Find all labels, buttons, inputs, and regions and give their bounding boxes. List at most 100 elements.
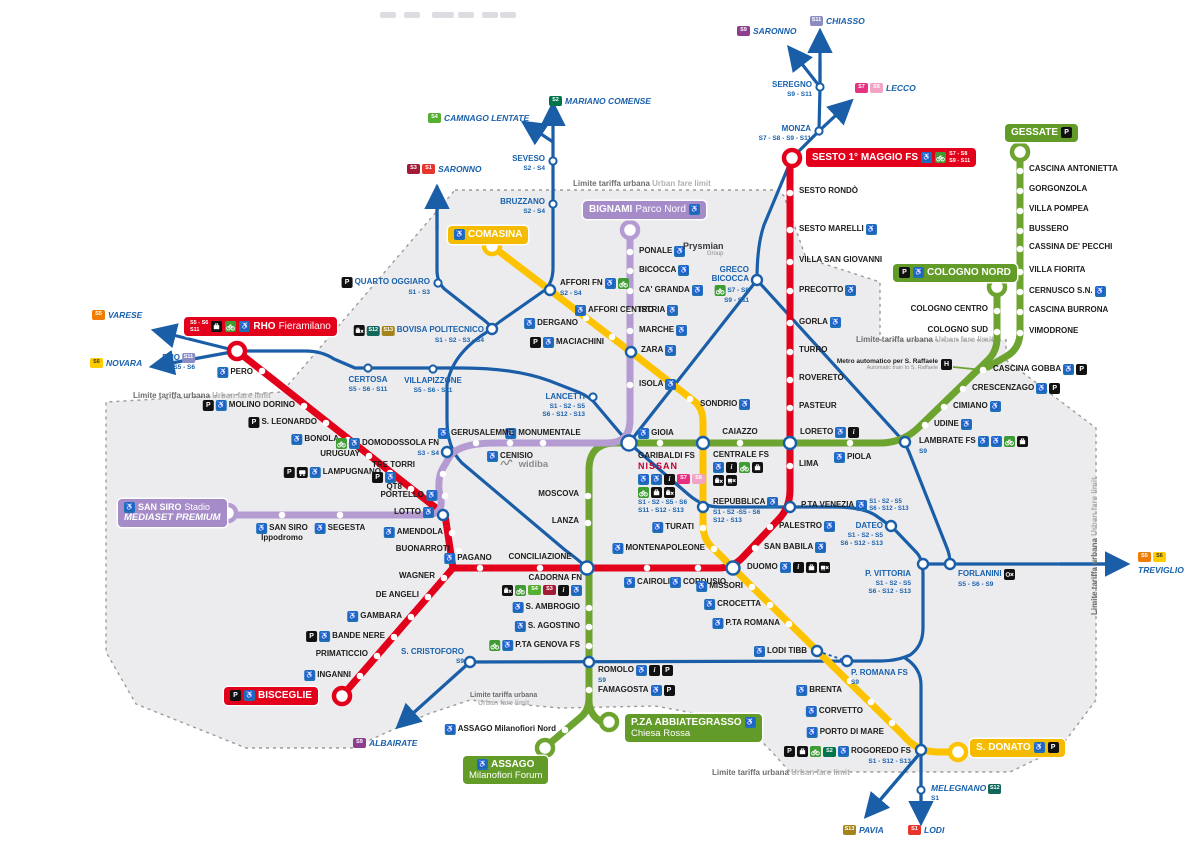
sline-badge-s7: S7 bbox=[855, 83, 868, 93]
station-term-sdonato bbox=[947, 741, 969, 763]
label-lambrate-fs: LAMBRATE FS♿♿S9 bbox=[919, 436, 1028, 455]
wheelchair-icon: ♿ bbox=[624, 577, 636, 588]
wheelchair-icon: ♿ bbox=[796, 685, 808, 696]
terminus-header-abbiategrasso: P.ZA ABBIATEGRASSO♿Chiesa Rossa bbox=[625, 714, 762, 743]
arrow-albairate bbox=[395, 660, 472, 730]
arrow-varese bbox=[150, 323, 238, 353]
station-greco bbox=[750, 273, 764, 287]
wheelchair-icon: ♿ bbox=[347, 611, 359, 622]
urban-fare-limit-label-1: Limite tariffa urbana Urban fare limit bbox=[133, 391, 271, 400]
urban-fare-limit-label-2: Limite tariffa urbana Urban fare limit bbox=[856, 335, 994, 344]
station-zara bbox=[624, 345, 638, 359]
label-brenta: ♿BRENTA bbox=[796, 685, 842, 696]
wheelchair-icon: ♿ bbox=[845, 285, 857, 296]
label-portello: PORTELLO♿ bbox=[380, 490, 437, 501]
station-caiazzo bbox=[736, 439, 744, 447]
sline-badge-s4: S4 bbox=[528, 584, 541, 595]
label-cairoli: ♿CAIROLI bbox=[624, 577, 670, 588]
station-portello bbox=[441, 492, 449, 500]
sline-badge-s12: S12 bbox=[988, 784, 1002, 794]
wheelchair-icon: ♿ bbox=[665, 345, 677, 356]
station-bovisa-politecnico bbox=[485, 322, 499, 336]
label-gorgonzola: GORGONZOLA bbox=[1029, 184, 1088, 193]
parking-icon: P bbox=[372, 471, 384, 483]
sline-badge-s6: S6 bbox=[90, 358, 103, 368]
label-de-angeli: DE ANGELI bbox=[375, 590, 419, 599]
parking-icon: P bbox=[663, 685, 675, 696]
label-famagosta: FAMAGOSTA♿P bbox=[598, 685, 675, 696]
label-ponale: PONALE♿ bbox=[639, 246, 686, 257]
line-passante-west bbox=[235, 349, 925, 664]
station-villa-pompea bbox=[1016, 207, 1024, 215]
wheelchair-icon: ♿ bbox=[1036, 383, 1048, 394]
station-gioia bbox=[656, 439, 664, 447]
bag-icon bbox=[796, 746, 808, 757]
wheelchair-icon: ♿ bbox=[319, 631, 331, 642]
wheelchair-icon: ♿ bbox=[426, 490, 437, 501]
station-s-ambrogio bbox=[585, 604, 593, 612]
label-cascina-gobba: CASCINA GOBBA♿P bbox=[993, 364, 1088, 375]
station-gerusalemme bbox=[472, 439, 480, 447]
wheelchair-icon: ♿ bbox=[256, 523, 268, 534]
station-loreto bbox=[782, 435, 798, 451]
wheelchair-icon: ♿ bbox=[667, 305, 679, 316]
label-vimodrone: VIMODRONE bbox=[1029, 326, 1079, 335]
station-wagner bbox=[440, 574, 448, 582]
station-monumentale bbox=[539, 439, 547, 447]
urban-fare-limit-boundary bbox=[105, 189, 1097, 773]
wheelchair-icon: ♿ bbox=[739, 399, 751, 410]
arrow-lecco bbox=[817, 98, 854, 133]
label-corvetto: ♿CORVETTO bbox=[805, 706, 863, 717]
station-san-siro bbox=[278, 511, 286, 519]
wheelchair-icon: ♿ bbox=[767, 497, 779, 508]
label-pasteur: PASTEUR bbox=[799, 401, 837, 410]
label-caiazzo: CAIAZZO bbox=[722, 427, 758, 436]
wheelchair-icon: ♿ bbox=[665, 379, 677, 390]
label-p-ta-genova-fs: ♿P.TA GENOVA FS bbox=[489, 640, 580, 651]
station-term-rho bbox=[226, 340, 248, 362]
wheelchair-icon: ♿ bbox=[309, 467, 321, 478]
sline-badge-s7: S7 bbox=[677, 473, 690, 484]
station-missori bbox=[748, 583, 756, 591]
label-sondrio: SONDRIO♿ bbox=[700, 399, 751, 410]
station-rogoredo-fs bbox=[914, 743, 928, 757]
station-turro bbox=[786, 348, 794, 356]
bus-closed-icon bbox=[726, 474, 737, 486]
label-gioia: ♿GIOIA bbox=[638, 428, 674, 439]
wheelchair-icon: ♿ bbox=[505, 428, 517, 439]
label-missori: ♿MISSORI bbox=[696, 581, 743, 592]
parking-icon: P bbox=[1076, 364, 1088, 375]
wheelchair-icon: ♿ bbox=[856, 500, 868, 512]
station-villa-san-giovanni bbox=[786, 258, 794, 266]
station-pasteur bbox=[786, 404, 794, 412]
wheelchair-icon: ♿ bbox=[650, 685, 662, 696]
label-istria: ISTRIA♿ bbox=[639, 305, 679, 316]
nissan-logo: NISSAN bbox=[638, 460, 679, 471]
station-gorgonzola bbox=[1016, 187, 1024, 195]
cropped-title-fragment-2 bbox=[432, 12, 454, 18]
label-cimiano: CIMIANO♿ bbox=[953, 401, 1001, 412]
station-brenta bbox=[846, 677, 854, 685]
wheelchair-icon: ♿ bbox=[215, 400, 227, 411]
station-corvetto bbox=[867, 698, 875, 706]
wheelchair-icon: ♿ bbox=[823, 521, 835, 532]
station-precotto bbox=[786, 287, 794, 295]
label-moscova: MOSCOVA bbox=[538, 489, 579, 498]
label-turati: ♿TURATI bbox=[652, 522, 694, 533]
wheelchair-icon: ♿ bbox=[815, 542, 827, 553]
label-zara: ZARA♿ bbox=[641, 345, 677, 356]
wheelchair-icon: ♿ bbox=[696, 581, 708, 592]
label-san-babila: SAN BABILA♿ bbox=[764, 542, 827, 553]
parking-icon: P bbox=[1047, 742, 1059, 754]
station-s-leonardo bbox=[322, 419, 330, 427]
wheelchair-icon: ♿ bbox=[575, 305, 586, 316]
